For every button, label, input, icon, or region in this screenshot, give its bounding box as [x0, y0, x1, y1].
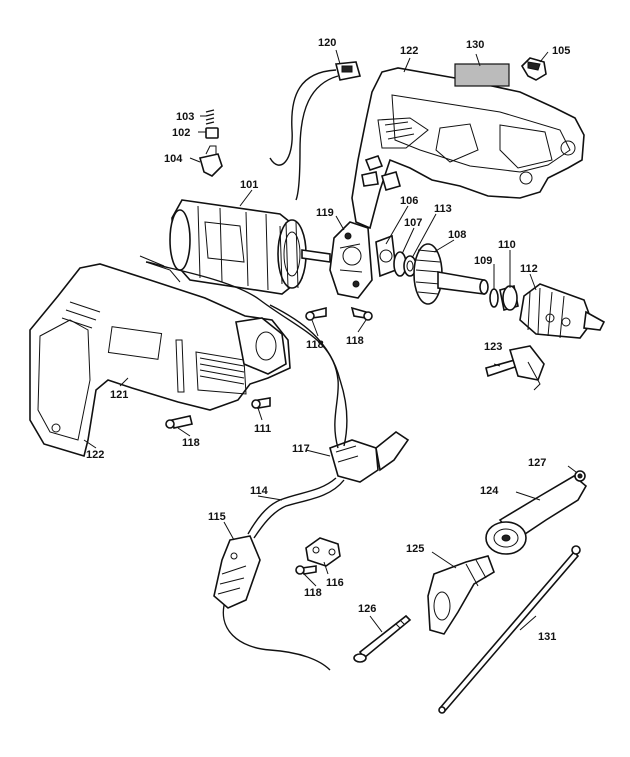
chuck-112 [519, 283, 606, 339]
callout-118-b: 118 [346, 335, 364, 347]
callout-130: 130 [466, 39, 484, 51]
switch-wires [145, 261, 348, 449]
callout-127: 127 [528, 457, 546, 469]
screw-111 [251, 397, 271, 409]
callout-102: 102 [172, 127, 190, 139]
callout-112: 112 [520, 263, 538, 275]
callout-124: 124 [480, 485, 499, 497]
callout-120: 120 [318, 37, 336, 49]
spindle-gear-108 [413, 243, 489, 305]
cord-clamp-116 [305, 537, 341, 567]
callout-118-c: 118 [182, 437, 200, 449]
callout-105: 105 [552, 45, 570, 57]
housing-half-left [29, 255, 291, 458]
gear-plate-119 [329, 221, 373, 299]
callout-117: 117 [292, 443, 310, 455]
callout-104: 104 [164, 153, 183, 165]
motor-armature-101 [169, 199, 331, 295]
callout-114: 114 [250, 485, 269, 497]
strain-relief-115 [213, 535, 261, 609]
bearing-110 [499, 284, 519, 312]
screw-118-a [305, 306, 327, 321]
callout-123: 123 [484, 341, 502, 353]
callout-121: 121 [110, 389, 128, 401]
screw-118-d [295, 565, 317, 575]
housing-half-right [351, 63, 585, 230]
callout-111: 111 [254, 423, 271, 435]
callout-125: 125 [406, 543, 424, 555]
bolt-126 [353, 614, 412, 663]
lead-wires-120 [269, 61, 362, 201]
callout-107: 107 [404, 217, 422, 229]
callout-110: 110 [498, 239, 516, 251]
callout-119: 119 [316, 207, 334, 219]
callout-116: 116 [326, 577, 344, 589]
callout-115: 115 [208, 511, 226, 523]
washer-109 [489, 288, 499, 308]
switch-117 [329, 431, 410, 483]
callout-109: 109 [474, 255, 492, 267]
depth-rod-131 [438, 545, 581, 714]
handle-clamp-125 [427, 555, 495, 635]
callout-118-a: 118 [306, 339, 324, 351]
callout-113: 113 [434, 203, 452, 215]
chuck-key-123 [485, 345, 545, 391]
brush-102 [205, 127, 219, 139]
callout-106: 106 [400, 195, 418, 207]
callout-126: 126 [358, 603, 376, 615]
callout-103: 103 [176, 111, 194, 123]
nut-127 [574, 470, 586, 482]
screw-118-b [350, 306, 373, 321]
callout-118-d: 118 [304, 587, 322, 599]
callout-101: 101 [240, 179, 258, 191]
side-handle-124 [485, 475, 588, 555]
leader-lines [83, 49, 577, 633]
callout-122-top: 122 [400, 45, 418, 57]
washer-106 [375, 234, 397, 278]
callout-131: 131 [538, 631, 556, 643]
switch-lock-105 [520, 57, 547, 81]
label-plate-130 [454, 63, 510, 87]
brush-spring-103 [205, 109, 215, 125]
callout-122-bottom: 122 [86, 449, 104, 461]
brush-holder-104 [198, 145, 223, 177]
callout-108: 108 [448, 229, 466, 241]
screw-118-c [165, 415, 193, 429]
